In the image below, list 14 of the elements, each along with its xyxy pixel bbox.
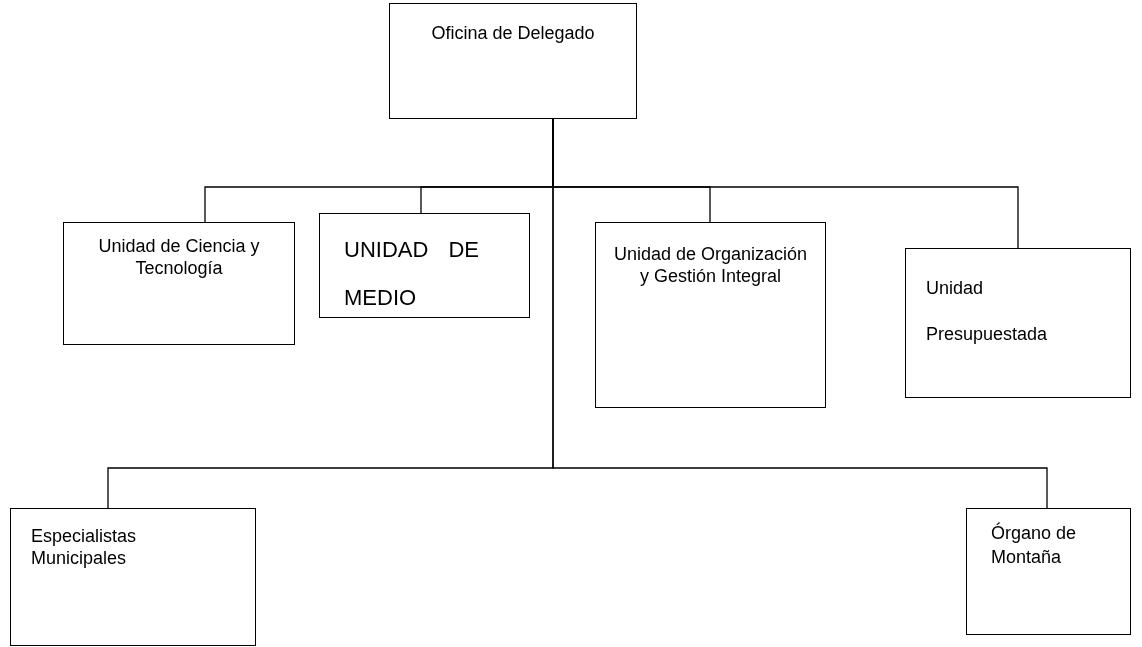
org-box: [63, 222, 295, 345]
org-box: [319, 213, 530, 318]
box-label: Órgano de Montaña: [991, 521, 1078, 569]
box-label: UNIDAD DE MEDIO: [344, 236, 480, 312]
org-box: [595, 222, 826, 408]
box-label: Unidad Presupuestada: [926, 277, 1049, 346]
org-box: [966, 508, 1131, 635]
org-box: [389, 3, 637, 119]
box-label: Unidad de Organización y Gestión Integral: [612, 243, 809, 287]
box-label: Oficina de Delegado: [430, 22, 596, 45]
org-box: [10, 508, 256, 646]
box-label: Unidad de Ciencia y Tecnología: [97, 235, 261, 279]
org-box: [905, 248, 1131, 398]
box-label: Especialistas Municipales: [31, 525, 138, 569]
